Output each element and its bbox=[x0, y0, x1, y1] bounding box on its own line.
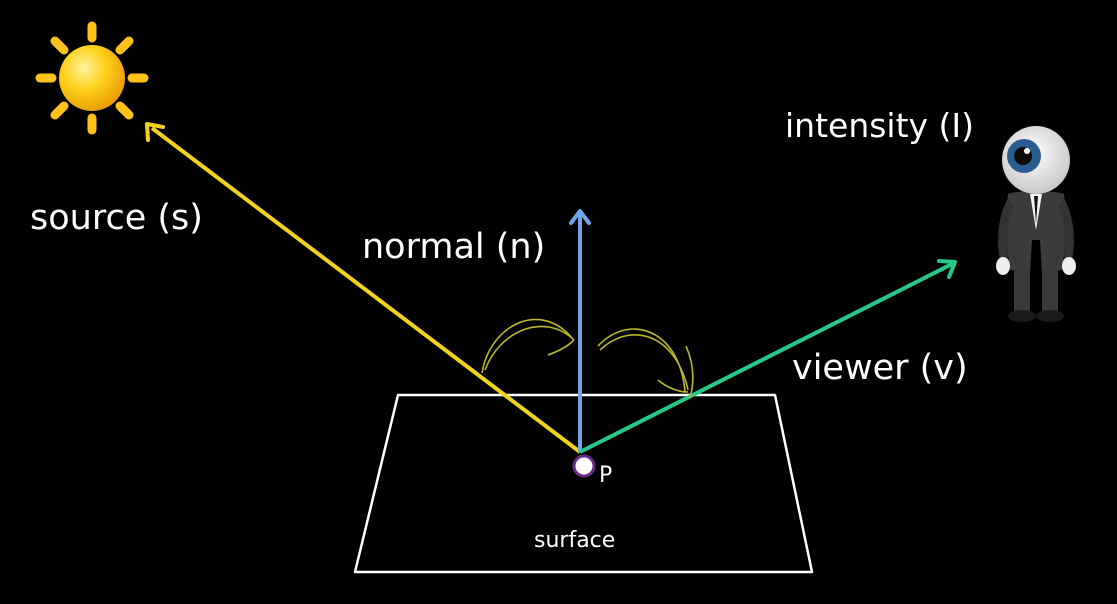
point-p-marker bbox=[572, 454, 596, 478]
viewer-label: viewer (v) bbox=[792, 348, 968, 388]
normal-label: normal (n) bbox=[362, 227, 546, 267]
normal-ray bbox=[569, 209, 591, 452]
angle-arc-incidence bbox=[481, 318, 575, 374]
sun-icon bbox=[35, 21, 149, 135]
surface-label: surface bbox=[534, 528, 616, 553]
point-p-label: P bbox=[599, 463, 613, 488]
surface-plane bbox=[353, 393, 814, 574]
eye-figure-icon bbox=[996, 126, 1076, 322]
intensity-label: intensity (I) bbox=[785, 106, 975, 145]
angle-arc-reflection bbox=[597, 328, 694, 399]
viewer-ray bbox=[579, 259, 957, 454]
source-label: source (s) bbox=[30, 198, 203, 238]
source-ray bbox=[145, 122, 582, 454]
